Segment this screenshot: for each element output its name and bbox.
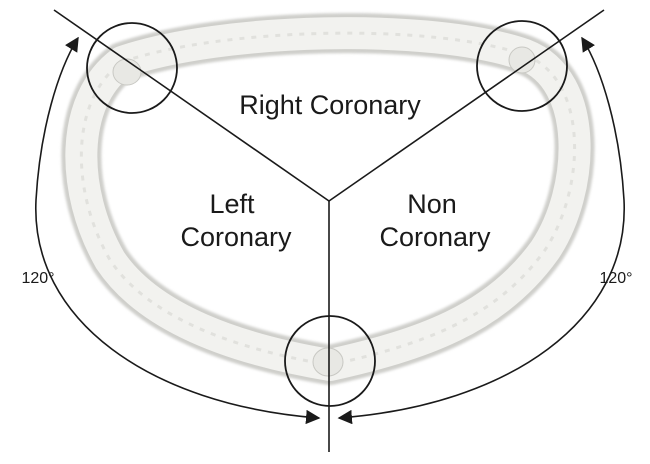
label-left-coronary-line1: Left <box>209 189 255 219</box>
arc-right <box>337 36 625 425</box>
label-non-coronary-line1: Non <box>407 189 457 219</box>
angle-arcs <box>35 36 625 425</box>
label-right-coronary: Right Coronary <box>239 90 421 120</box>
angle-label-left: 120° <box>21 270 54 287</box>
knot-top-left <box>112 58 142 86</box>
angle-labels: 120° 120° <box>21 270 632 287</box>
label-non-coronary-line2: Coronary <box>379 222 491 252</box>
arc-left <box>35 36 321 425</box>
angle-label-right: 120° <box>599 270 632 287</box>
knot-bottom <box>312 347 344 377</box>
section-labels: Right Coronary Left Coronary Non Coronar… <box>180 90 491 252</box>
label-left-coronary-line2: Coronary <box>180 222 292 252</box>
